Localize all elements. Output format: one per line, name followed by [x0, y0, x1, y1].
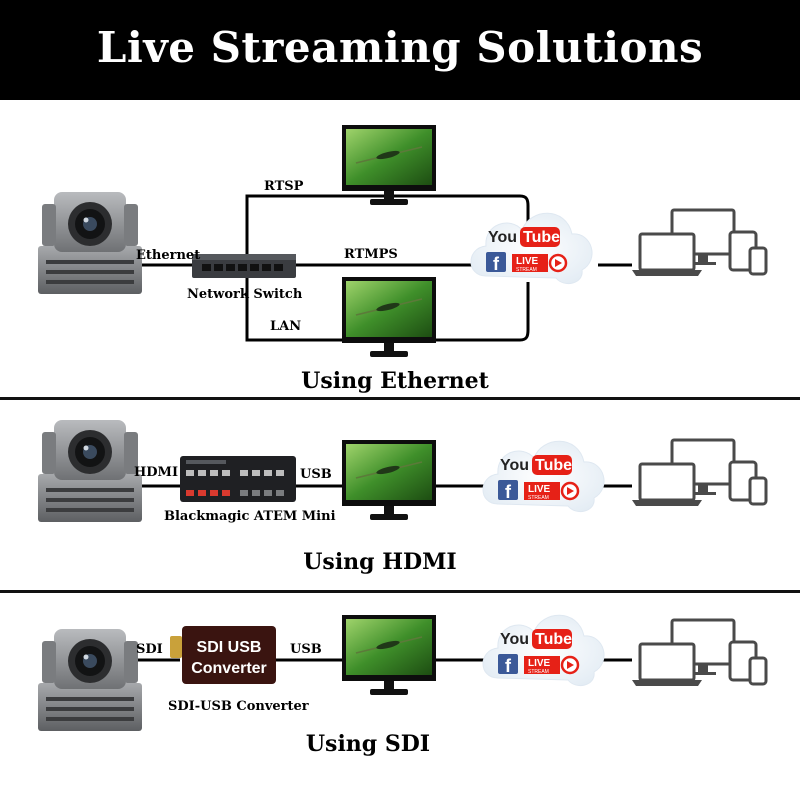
heading-using-hdmi: Using HDMI — [303, 549, 456, 575]
lan-cable — [245, 278, 530, 342]
title-banner: Live Streaming Solutions — [0, 0, 800, 100]
section-hdmi: HDMI USB Blackmagic ATEM Mini Using HDMI — [38, 420, 768, 575]
label-usb-hdmi: USB — [300, 467, 332, 482]
rtsp-cable — [245, 194, 530, 255]
label-ethernet: Ethernet — [136, 248, 200, 263]
viewer-devices-sdi — [630, 618, 768, 688]
label-sdi: SDI — [136, 642, 163, 657]
label-usb-sdi: USB — [290, 642, 322, 657]
heading-using-ethernet: Using Ethernet — [301, 368, 489, 394]
monitor-sdi — [341, 614, 437, 696]
sdi-usb-converter-icon: SDI USB Converter — [170, 626, 276, 684]
converter-print-line2: Converter — [191, 660, 267, 677]
label-network-switch: Network Switch — [187, 287, 303, 302]
streaming-cloud-ethernet — [469, 211, 594, 285]
converter-print-line1: SDI USB — [197, 639, 262, 656]
viewer-devices-ethernet — [630, 208, 768, 278]
streaming-cloud-hdmi — [481, 439, 606, 513]
ptz-camera-sdi — [38, 629, 142, 731]
heading-using-sdi: Using SDI — [306, 731, 430, 757]
viewer-devices-hdmi — [630, 438, 768, 508]
atem-mini-icon — [180, 456, 296, 502]
network-switch-icon — [192, 254, 296, 278]
streaming-cloud-sdi — [481, 613, 606, 687]
label-sdi-usb-converter: SDI-USB Converter — [168, 699, 309, 714]
monitor-rtsp — [341, 124, 437, 206]
label-atem-mini: Blackmagic ATEM Mini — [164, 509, 336, 524]
label-rtsp: RTSP — [264, 179, 304, 194]
section-divider-2 — [0, 590, 800, 593]
monitor-lan — [341, 276, 437, 358]
monitor-hdmi — [341, 439, 437, 521]
label-rtmps: RTMPS — [344, 247, 398, 262]
ptz-camera-ethernet — [38, 192, 142, 294]
section-ethernet: Ethernet Network Switch RTSP RTMPS LAN U… — [38, 124, 768, 394]
label-lan: LAN — [270, 319, 301, 334]
section-sdi: SDI USB Converter SDI USB SDI-USB Conver… — [38, 613, 768, 757]
page-title: Live Streaming Solutions — [96, 23, 704, 72]
section-divider-1 — [0, 397, 800, 400]
ptz-camera-hdmi — [38, 420, 142, 522]
label-hdmi: HDMI — [134, 465, 178, 480]
